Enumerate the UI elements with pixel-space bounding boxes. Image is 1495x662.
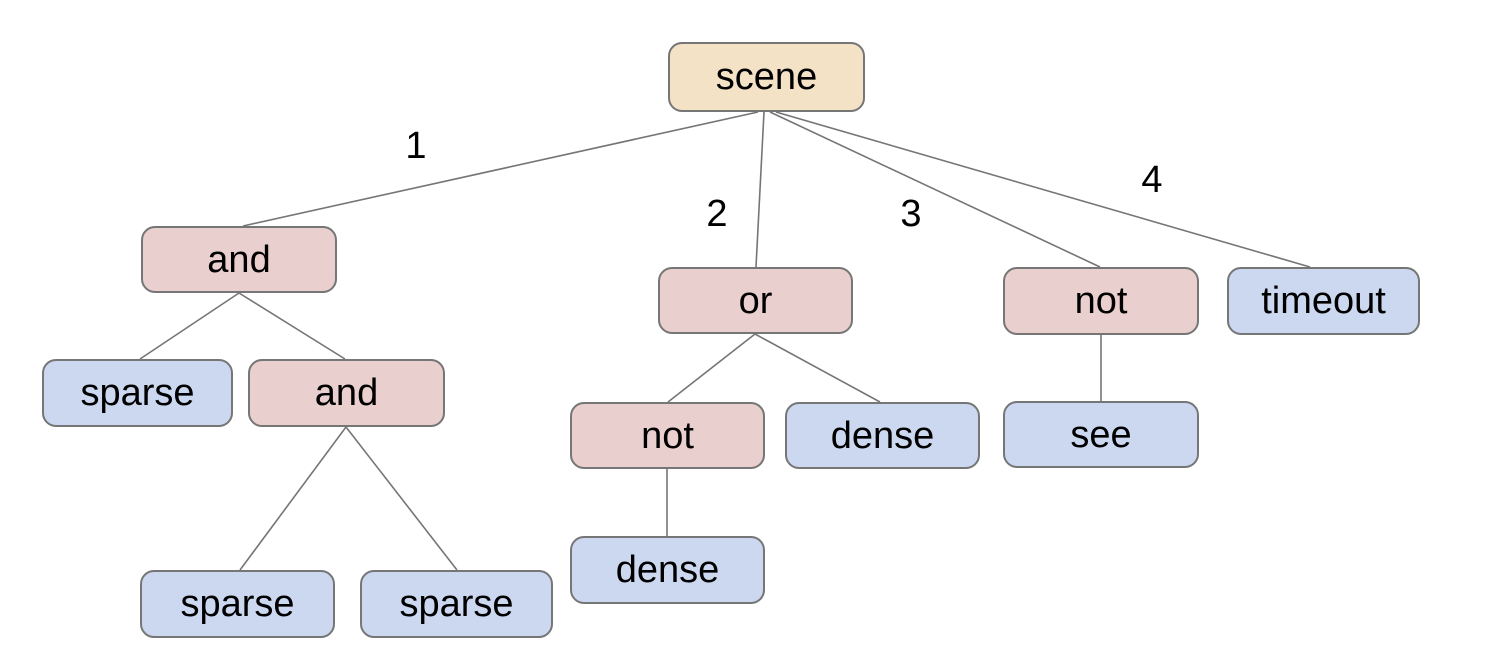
- node-not1: not: [1003, 267, 1199, 335]
- node-not2: not: [570, 402, 765, 469]
- node-and2: and: [248, 359, 445, 427]
- node-dense1: dense: [785, 402, 980, 469]
- edge-label-3: 3: [900, 193, 922, 235]
- tree-edge-and2-sparse2: [239, 426, 347, 571]
- node-or1: or: [658, 267, 853, 334]
- node-scene: scene: [668, 42, 865, 112]
- tree-edge-scene-and1: [242, 111, 759, 227]
- node-sparse1: sparse: [42, 359, 233, 427]
- edge-label-2: 2: [706, 193, 728, 235]
- tree-edge-and2-sparse3: [345, 426, 458, 571]
- node-dense2: dense: [570, 536, 765, 604]
- tree-edge-scene-or1: [755, 111, 765, 268]
- node-and1: and: [141, 226, 337, 293]
- tree-edge-or1-not2: [667, 333, 756, 403]
- node-sparse3: sparse: [360, 570, 553, 638]
- edge-label-1: 1: [405, 125, 427, 167]
- node-sparse2: sparse: [140, 570, 335, 638]
- tree-edge-or1-dense1: [754, 333, 881, 403]
- node-see1: see: [1003, 401, 1199, 468]
- tree-edge-scene-timeout1: [775, 111, 1311, 268]
- tree-edge-and1-and2: [238, 292, 346, 360]
- node-timeout1: timeout: [1227, 267, 1420, 335]
- tree-edge-scene-not1: [769, 111, 1101, 268]
- edge-label-4: 4: [1141, 159, 1163, 201]
- tree-edge-and1-sparse1: [139, 292, 240, 360]
